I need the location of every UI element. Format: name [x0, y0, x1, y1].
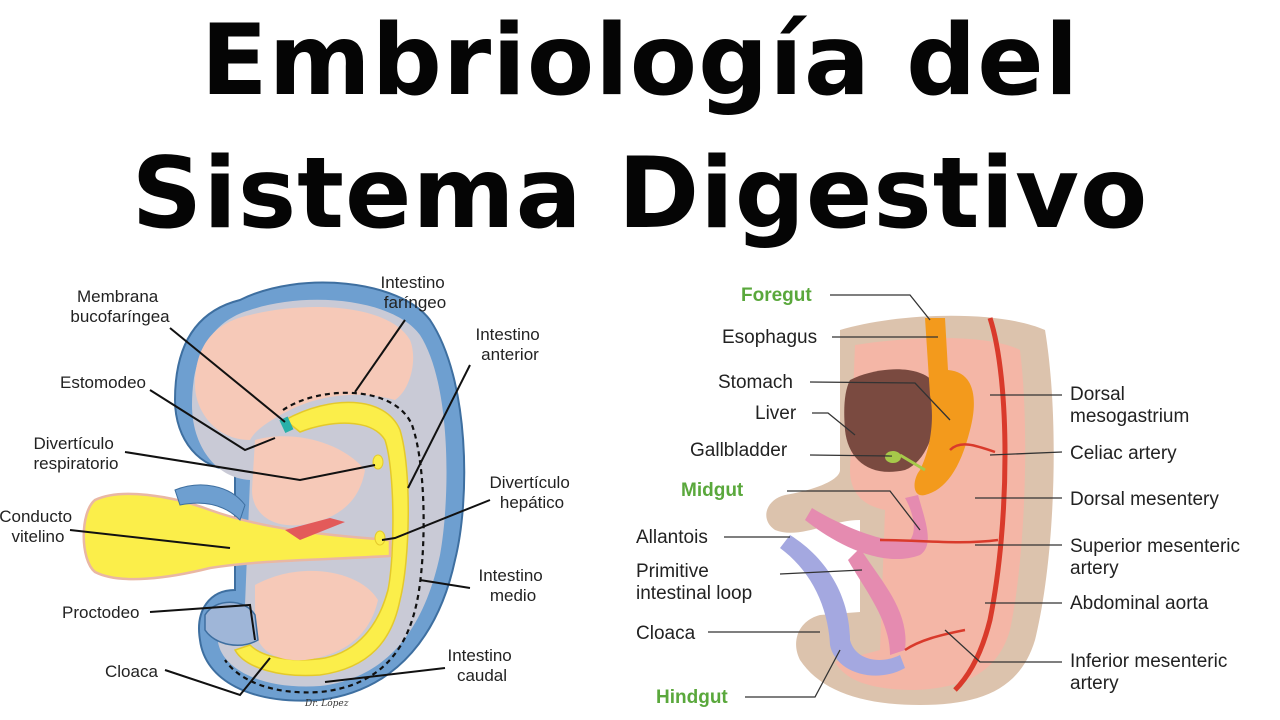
- leader-anterior: [407, 364, 471, 489]
- label-estomodeo: Estomodeo: [60, 373, 146, 392]
- dashed-boundary: [224, 391, 425, 694]
- label-stomach: Stomach: [718, 372, 793, 393]
- label-midgut: Midgut: [681, 480, 744, 501]
- leader-faringeo: [354, 319, 406, 393]
- label-esophagus: Esophagus: [722, 327, 817, 348]
- label-intestino-anterior: Intestino anterior: [476, 325, 545, 364]
- label-superior-mesenteric: Superior mesenteric artery: [1070, 536, 1245, 579]
- ima-vessel: [904, 628, 966, 652]
- label-liver: Liver: [755, 403, 797, 424]
- cardiac-tube: [285, 518, 345, 540]
- sma-vessel: [879, 538, 999, 544]
- leader-proctodeo: [149, 603, 256, 641]
- leader-medio: [419, 579, 471, 589]
- allantois-hindgut: [780, 535, 905, 676]
- vitelline-duct: [82, 492, 392, 581]
- leader-vitelino: [69, 529, 231, 549]
- label-allantois: Allantois: [636, 527, 708, 548]
- label-foregut: Foregut: [741, 285, 812, 306]
- left-embryo-diagram: Membrana bucofaríngea Intestino faríngeo…: [0, 273, 574, 709]
- label-cloaca-left: Cloaca: [105, 662, 158, 681]
- label-membrana: Membrana bucofaríngea: [70, 287, 170, 326]
- label-intestino-caudal: Intestino caudal: [448, 646, 517, 685]
- label-diverticulo-respiratorio: Divertículo respiratorio: [33, 434, 118, 473]
- label-intestino-faringeo: Intestino faríngeo: [381, 273, 450, 312]
- leader-estomodeo: [149, 389, 276, 452]
- label-celiac-artery: Celiac artery: [1070, 443, 1177, 464]
- label-proctodeo: Proctodeo: [62, 603, 140, 622]
- gallbladder: [885, 451, 901, 463]
- label-dorsal-mesentery: Dorsal mesentery: [1070, 489, 1219, 510]
- abdominal-aorta: [953, 317, 1008, 692]
- label-primitive-loop: Primitive intestinal loop: [636, 561, 752, 604]
- body-wall: [766, 315, 1054, 705]
- leader-cloaca: [164, 657, 271, 697]
- leader-respiratorio: [124, 451, 376, 482]
- label-intestino-medio: Intestino medio: [479, 566, 548, 605]
- leader-membrana: [169, 327, 286, 423]
- coelom: [255, 570, 378, 661]
- heart-region: [252, 436, 365, 526]
- tail-fold: [174, 484, 246, 521]
- endoderm-tube: [233, 401, 409, 677]
- hepatic-bud: [374, 530, 386, 546]
- label-dorsal-mesogastrium: Dorsal mesogastrium: [1070, 384, 1189, 427]
- primitive-loop: [848, 548, 906, 655]
- leader-hepatico: [381, 499, 491, 541]
- proctodeum-pocket: [204, 601, 259, 646]
- title-line-1: Embriología del: [200, 4, 1080, 118]
- embryo-head: [195, 307, 414, 440]
- label-inferior-mesenteric: Inferior mesenteric artery: [1070, 651, 1233, 694]
- label-gallbladder: Gallbladder: [690, 440, 788, 461]
- leader-caudal: [324, 667, 446, 683]
- label-abdominal-aorta: Abdominal aorta: [1070, 593, 1209, 614]
- celiac-artery-vessel: [949, 443, 996, 454]
- body-interior: [835, 338, 1026, 690]
- label-diverticulo-hepatico: Divertículo hepático: [489, 473, 574, 512]
- label-hindgut: Hindgut: [656, 687, 728, 708]
- midgut-loop: [805, 495, 928, 560]
- respiratory-bud: [372, 454, 384, 470]
- title-line-2: Sistema Digestivo: [131, 137, 1149, 251]
- label-cloaca-right: Cloaca: [636, 623, 696, 644]
- liver: [844, 369, 937, 472]
- label-conducto-vitelino: Conducto vitelino: [0, 507, 77, 546]
- author-signature: Dr. López: [304, 698, 349, 709]
- esophagus-stomach: [914, 318, 974, 496]
